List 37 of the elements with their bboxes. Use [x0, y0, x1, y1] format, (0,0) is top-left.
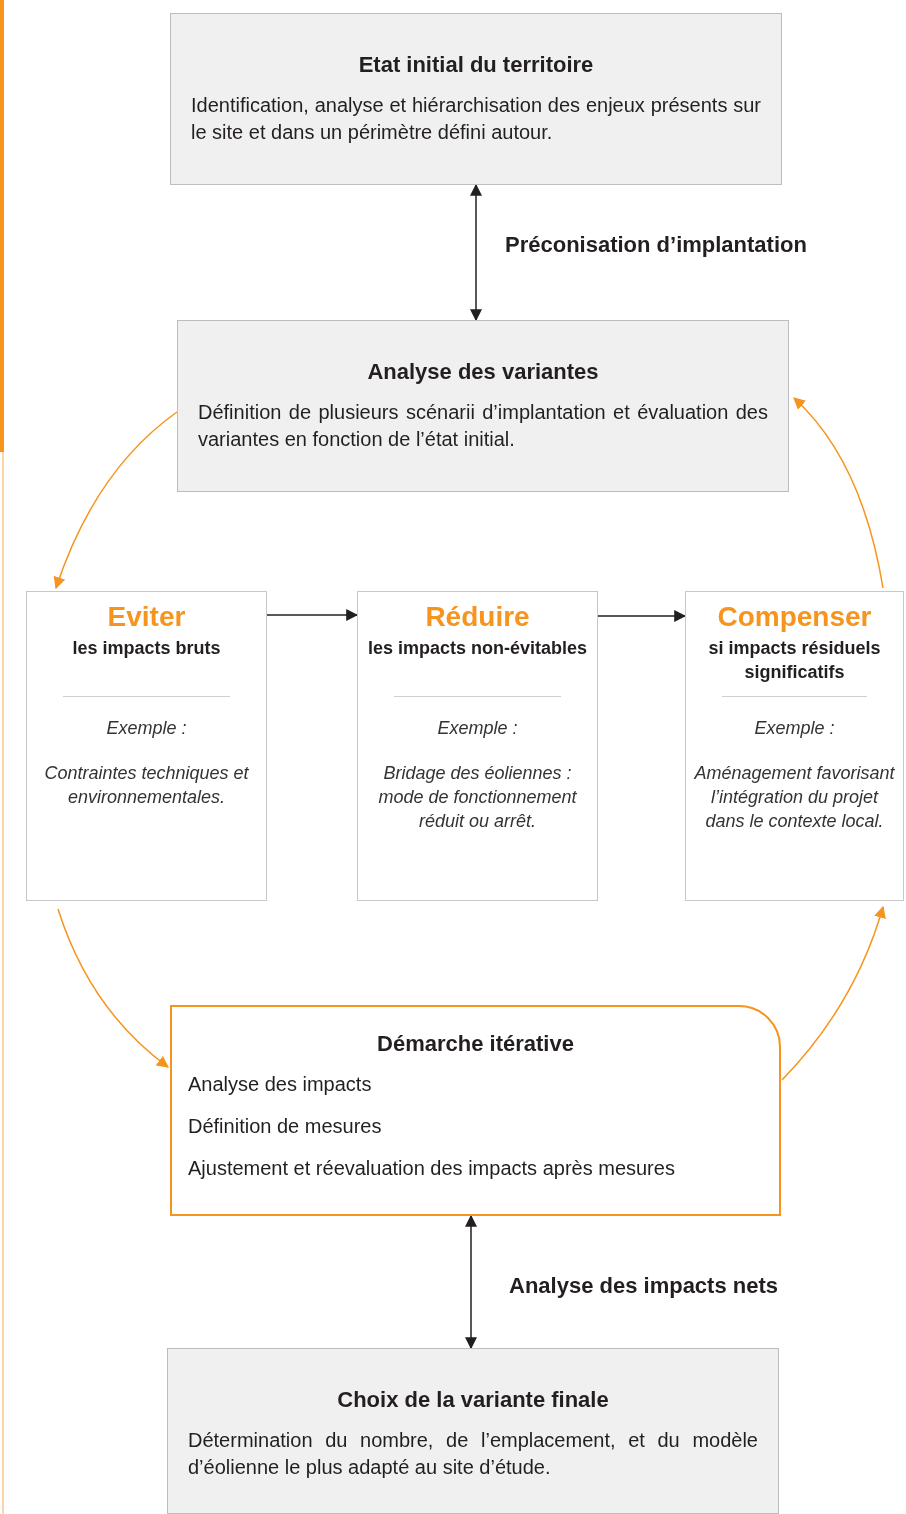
box-description: Identification, analyse et hiérarchisation des enjeux présents sur le site et dans un périmètre défini autour. — [191, 93, 761, 145]
box-title: Choix de la variante finale — [336, 1387, 610, 1413]
arrow — [57, 908, 169, 1068]
arrow — [597, 610, 687, 622]
list-item: Ajustement et réevaluation des impacts après mesures — [188, 1157, 676, 1180]
example-text: Aménagement favorisant l’intégration du projet dans le contexte local. — [693, 762, 896, 833]
list-item: Analyse des impacts — [188, 1073, 373, 1096]
step-title: Réduire — [424, 600, 531, 634]
example-label: Exemple : — [436, 718, 519, 739]
box-description: Détermination du nombre, de l’emplacement, et du modèle d’éolienne le plus adapté au site d’étude. — [188, 1428, 758, 1480]
arrow — [266, 609, 359, 621]
process-box — [170, 1005, 781, 1216]
process-box — [170, 13, 782, 185]
step-subtitle: si impacts résiduels significatifs — [707, 637, 882, 684]
example-text: Contraintes techniques et environnementales. — [43, 762, 250, 809]
step-subtitle: les impacts non-évitables — [366, 637, 589, 660]
example-label: Exemple : — [753, 718, 836, 739]
box-title: Analyse des variantes — [366, 359, 600, 385]
step-card — [26, 591, 267, 901]
box-description: Définition de plusieurs scénarii d’implantation et évaluation des variantes en fonction de l’état initial. — [198, 400, 768, 452]
arrow — [470, 183, 482, 322]
arrow — [793, 397, 884, 589]
arrow — [53, 411, 178, 590]
box-title: Démarche itérative — [376, 1031, 575, 1057]
example-label: Exemple : — [105, 718, 188, 739]
step-title: Compenser — [716, 600, 873, 634]
step-subtitle: les impacts bruts — [71, 637, 222, 660]
arrow — [781, 905, 886, 1081]
step-card — [685, 591, 904, 901]
process-box — [167, 1348, 779, 1514]
step-title: Eviter — [106, 600, 187, 634]
list-item: Définition de mesures — [188, 1115, 383, 1138]
arrow — [465, 1214, 477, 1350]
step-card — [357, 591, 598, 901]
process-box — [177, 320, 789, 492]
box-title: Etat initial du territoire — [357, 52, 595, 78]
example-text: Bridage des éoliennes : mode de fonctionnement réduit ou arrêt. — [377, 762, 578, 833]
